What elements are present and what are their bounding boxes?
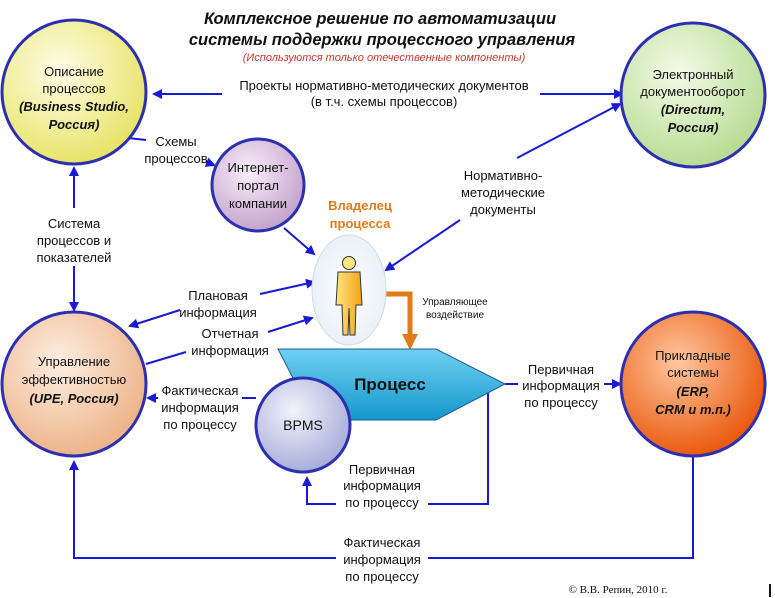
- label-reporting-2: информация: [191, 343, 269, 358]
- node-business-studio: Описание процессов (Business Studio, Рос…: [0, 18, 148, 166]
- label-norm-docs-3: документы: [470, 202, 536, 217]
- upe-line-3: (UPE, Россия): [29, 391, 118, 406]
- directum-line-3: (Directum,: [661, 102, 725, 117]
- arrow-planned-to-upe: [128, 309, 181, 329]
- erp-line-4: CRM и т.п.): [655, 402, 731, 417]
- label-primary-bottom-1: Первичная: [349, 462, 415, 477]
- label-planned-1: Плановая: [188, 288, 248, 303]
- arrow-norm-to-owner: [384, 219, 461, 272]
- label-projects-2: (в т.ч. схемы процессов): [311, 94, 458, 109]
- title-line-2: системы поддержки процессного управления: [189, 31, 576, 49]
- label-actual-bottom-1: Фактическая: [344, 535, 421, 550]
- erp-line-3: (ERP,: [677, 384, 710, 399]
- person-icon: [335, 256, 363, 336]
- arrow-reporting-to-owner: [267, 315, 314, 333]
- label-planned-2: информация: [179, 305, 257, 320]
- label-actual-bottom-3: по процессу: [345, 569, 419, 584]
- portal-line-3: компании: [229, 196, 287, 211]
- arrow-primary-bottom-line: [428, 382, 489, 505]
- label-actual-left-1: Фактическая: [162, 383, 239, 398]
- upe-line-2: эффективностью: [22, 372, 127, 387]
- owner-line-1: Владелец: [328, 198, 392, 213]
- label-norm-docs-1: Нормативно-: [464, 168, 543, 183]
- label-projects-1: Проекты нормативно-методических документ…: [239, 78, 528, 93]
- bpms-label: BPMS: [283, 417, 323, 433]
- business-studio-line-1: Описание: [44, 64, 104, 79]
- process-owner: Владелец процесса: [311, 198, 392, 346]
- label-primary-right-2: информация: [522, 378, 600, 393]
- label-primary-right-1: Первичная: [528, 362, 594, 377]
- label-primary-bottom-3: по процессу: [345, 495, 419, 510]
- label-actual-left-2: информация: [161, 400, 239, 415]
- portal-line-1: Интернет-: [227, 160, 288, 175]
- label-primary-right-3: по процессу: [524, 395, 598, 410]
- business-studio-line-4: Россия): [49, 117, 100, 132]
- label-control-2: воздействие: [426, 310, 484, 321]
- arrow-reporting-start: [145, 351, 187, 365]
- node-directum: Электронный документооборот (Directum, Р…: [619, 21, 767, 169]
- copyright: © В.В. Репин, 2010 г.: [569, 584, 668, 596]
- label-schemes-2: процессов: [144, 151, 207, 166]
- portal-line-2: портал: [237, 178, 279, 193]
- title-line-1: Комплексное решение по автоматизации: [204, 10, 556, 28]
- upe-line-1: Управление: [38, 354, 110, 369]
- label-system-3: показателей: [37, 250, 112, 265]
- label-actual-bottom-2: информация: [343, 552, 421, 567]
- directum-line-4: Россия): [668, 120, 719, 135]
- label-primary-bottom-2: информация: [343, 478, 421, 493]
- owner-line-2: процесса: [330, 216, 391, 231]
- process-label: Процесс: [354, 375, 426, 394]
- arrow-actual-bottom-to-upe: [69, 460, 336, 559]
- label-reporting-1: Отчетная: [201, 326, 258, 341]
- arrow-primary-bottom-to-bpms: [302, 476, 336, 505]
- directum-line-2: документооборот: [640, 84, 745, 99]
- erp-line-2: системы: [667, 365, 719, 380]
- directum-line-1: Электронный: [653, 67, 734, 82]
- arrow-control-head: [402, 334, 418, 350]
- arrow-norm-to-directum: [516, 103, 622, 159]
- node-bpms: BPMS: [254, 376, 352, 474]
- node-erp: Прикладные системы (ERP, CRM и т.п.): [619, 310, 767, 458]
- arrow-schemes-to-portal: [204, 157, 216, 167]
- arrow-actual-bottom-line: [428, 456, 694, 559]
- label-norm-docs-2: методические: [461, 185, 545, 200]
- node-portal: Интернет- портал компании: [210, 137, 306, 233]
- label-control-1: Управляющее: [422, 297, 488, 308]
- node-upe: Управление эффективностью (UPE, Россия): [0, 310, 148, 458]
- label-system-1: Система: [48, 216, 101, 231]
- arrow-portal-to-owner: [283, 227, 316, 256]
- erp-line-1: Прикладные: [655, 348, 731, 363]
- label-actual-left-3: по процессу: [163, 417, 237, 432]
- label-system-2: процессов и: [37, 233, 111, 248]
- business-studio-line-2: процессов: [42, 81, 105, 96]
- title-subtitle: (Используются только отечественные компо…: [243, 52, 526, 64]
- business-studio-line-3: (Business Studio,: [19, 99, 129, 114]
- arrow-planned-to-owner: [259, 278, 316, 295]
- label-schemes-1: Схемы: [155, 134, 196, 149]
